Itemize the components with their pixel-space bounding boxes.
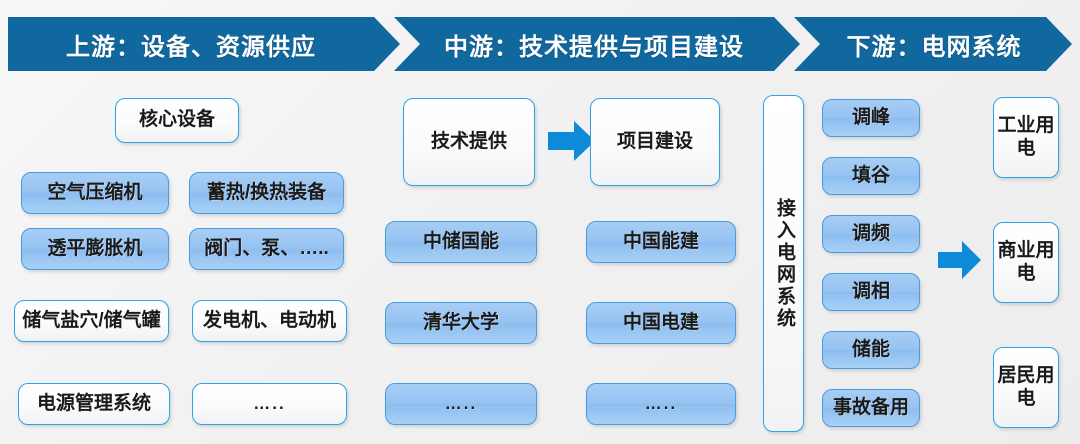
midstream-item-label: ….. — [444, 393, 478, 413]
banner-segment-downstream[interactable]: 下游：电网系统 — [794, 17, 1072, 71]
upstream-item-label: 透平膨胀机 — [47, 237, 143, 259]
downstream-consumer-residential[interactable]: 居民用电 — [993, 347, 1059, 428]
midstream-project-construction-box[interactable]: 项目建设 — [590, 98, 720, 186]
banner-segment-midstream[interactable]: 中游：技术提供与项目建设 — [394, 17, 800, 71]
upstream-item-air-compressor[interactable]: 空气压缩机 — [21, 172, 169, 214]
midstream-item-label: ….. — [644, 393, 678, 413]
value-chain-banner: 上游：设备、资源供应 中游：技术提供与项目建设 下游：电网系统 — [8, 17, 1072, 71]
downstream-service-label: 调相 — [851, 280, 890, 302]
downstream-right-arrow-icon — [938, 239, 982, 281]
upstream-item-label: 发电机、电动机 — [202, 309, 336, 331]
banner-segment-upstream[interactable]: 上游：设备、资源供应 — [8, 17, 400, 71]
midstream-col2-more[interactable]: ….. — [586, 383, 736, 425]
midstream-company-zhongchu[interactable]: 中储国能 — [385, 221, 537, 263]
upstream-item-label: 阀门、泵、….. — [204, 237, 329, 259]
upstream-item-generator-motor[interactable]: 发电机、电动机 — [192, 300, 347, 342]
downstream-grid-connection-label: 接入电网系统 — [773, 197, 795, 330]
downstream-service-label: 事故备用 — [832, 396, 909, 418]
downstream-service-label: 储能 — [851, 338, 890, 360]
downstream-consumer-industrial[interactable]: 工业用电 — [993, 97, 1059, 178]
upstream-core-equipment-box[interactable]: 核心设备 — [115, 98, 239, 143]
downstream-service-label: 填谷 — [851, 164, 890, 186]
upstream-item-label: 储气盐穴/储气罐 — [22, 309, 161, 331]
upstream-item-label: 空气压缩机 — [47, 181, 143, 203]
banner-label-upstream: 上游：设备、资源供应 — [66, 33, 316, 61]
downstream-service-peak-shaving[interactable]: 调峰 — [822, 99, 920, 137]
midstream-company-cee[interactable]: 中国能建 — [586, 221, 736, 263]
midstream-tech-provider-label: 技术提供 — [430, 130, 507, 152]
downstream-service-frequency-regulation[interactable]: 调频 — [822, 215, 920, 253]
upstream-item-more[interactable]: ….. — [192, 383, 347, 425]
midstream-item-label: 中国能建 — [622, 230, 699, 252]
midstream-project-construction-label: 项目建设 — [616, 130, 693, 152]
downstream-service-energy-storage[interactable]: 储能 — [822, 331, 920, 369]
downstream-service-phase-regulation[interactable]: 调相 — [822, 273, 920, 311]
downstream-service-emergency-backup[interactable]: 事故备用 — [822, 389, 920, 427]
upstream-item-power-management[interactable]: 电源管理系统 — [18, 383, 170, 425]
downstream-service-valley-filling[interactable]: 填谷 — [822, 157, 920, 195]
downstream-consumer-label: 居民用电 — [997, 365, 1055, 409]
upstream-item-turbo-expander[interactable]: 透平膨胀机 — [21, 228, 169, 270]
midstream-company-powerchina[interactable]: 中国电建 — [586, 302, 736, 344]
midstream-item-label: 中储国能 — [422, 230, 499, 252]
banner-label-midstream: 中游：技术提供与项目建设 — [444, 33, 744, 61]
downstream-service-label: 调频 — [851, 222, 890, 244]
upstream-item-label: 电源管理系统 — [36, 392, 151, 414]
midstream-tech-provider-box[interactable]: 技术提供 — [403, 98, 535, 186]
midstream-col1-more[interactable]: ….. — [385, 383, 537, 425]
banner-label-downstream: 下游：电网系统 — [846, 33, 1022, 61]
downstream-service-label: 调峰 — [851, 106, 890, 128]
upstream-core-equipment-label: 核心设备 — [138, 109, 215, 131]
downstream-consumer-label: 工业用电 — [997, 115, 1055, 159]
downstream-grid-connection-box[interactable]: 接入电网系统 — [763, 95, 804, 432]
upstream-item-label: ….. — [253, 393, 286, 413]
upstream-item-valves-pumps[interactable]: 阀门、泵、….. — [189, 228, 344, 270]
downstream-consumer-label: 商业用电 — [997, 240, 1055, 284]
midstream-item-label: 清华大学 — [422, 311, 499, 333]
downstream-consumer-commercial[interactable]: 商业用电 — [993, 222, 1059, 303]
upstream-item-heat-storage-exchange[interactable]: 蓄热/换热装备 — [189, 172, 344, 214]
midstream-item-label: 中国电建 — [622, 311, 699, 333]
midstream-right-arrow-icon — [548, 118, 596, 164]
upstream-item-label: 蓄热/换热装备 — [206, 181, 327, 203]
upstream-item-salt-cavern-tank[interactable]: 储气盐穴/储气罐 — [14, 300, 169, 342]
midstream-company-tsinghua[interactable]: 清华大学 — [385, 302, 537, 344]
